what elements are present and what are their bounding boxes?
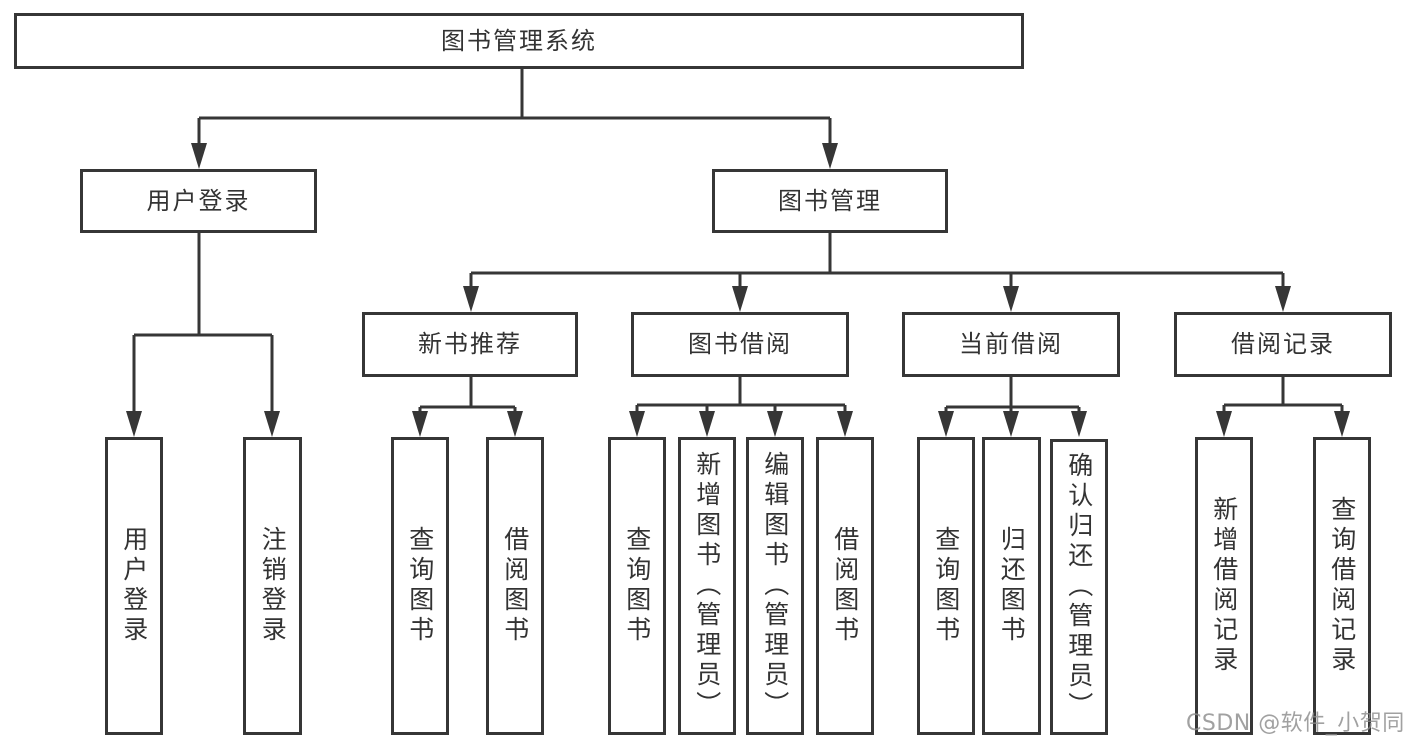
arrowhead-down-icon: [1003, 411, 1019, 437]
node-library-management-system: 图书管理系统: [14, 13, 1024, 69]
arrowhead-down-icon: [699, 411, 715, 437]
arrowhead-down-icon: [732, 286, 748, 312]
leaf-borrow-books-1: 借阅图书: [486, 437, 544, 735]
arrowhead-down-icon: [191, 143, 207, 169]
node-borrowing-records: 借阅记录: [1174, 312, 1392, 377]
leaf-confirm-return-admin: 确认归还（管理员）: [1050, 439, 1108, 735]
node-label: 图书管理: [778, 186, 882, 215]
arrowhead-down-icon: [822, 143, 838, 169]
leaf-label: 注销登录: [258, 526, 288, 646]
leaf-edit-book-admin: 编辑图书（管理员）: [746, 437, 804, 735]
leaf-add-borrow-record: 新增借阅记录: [1195, 437, 1253, 735]
arrowhead-down-icon: [629, 411, 645, 437]
connector-book-borrow-children: [635, 377, 847, 415]
connector-current-borrow-children: [944, 377, 1081, 415]
leaf-label: 查询图书: [405, 526, 435, 646]
arrowhead-down-icon: [507, 411, 523, 437]
arrowhead-down-icon: [463, 286, 479, 312]
leaf-label: 归还图书: [997, 526, 1027, 646]
arrowhead-down-icon: [264, 411, 280, 437]
arrowhead-down-icon: [767, 411, 783, 437]
leaf-query-books-1: 查询图书: [391, 437, 449, 735]
leaf-label: 借阅图书: [500, 526, 530, 646]
leaf-label: 新增图书（管理员）: [692, 451, 722, 721]
leaf-label: 查询图书: [931, 526, 961, 646]
node-label: 用户登录: [146, 186, 251, 215]
leaf-borrow-books-2: 借阅图书: [816, 437, 874, 735]
leaf-query-borrow-record: 查询借阅记录: [1313, 437, 1371, 735]
node-label: 新书推荐: [418, 330, 522, 359]
arrowhead-down-icon: [938, 411, 954, 437]
node-label: 当前借阅: [959, 330, 1063, 359]
node-book-borrowing: 图书借阅: [631, 312, 849, 377]
arrowhead-down-icon: [1071, 411, 1087, 437]
node-label: 图书借阅: [688, 330, 792, 359]
arrowhead-down-icon: [1275, 286, 1291, 312]
arrowhead-down-icon: [1003, 286, 1019, 312]
arrowhead-down-icon: [1334, 411, 1350, 437]
arrowhead-down-icon: [837, 411, 853, 437]
node-label: 图书管理系统: [441, 26, 597, 55]
node-book-management: 图书管理: [712, 169, 948, 233]
leaf-label: 用户登录: [119, 526, 149, 646]
leaf-return-book: 归还图书: [982, 437, 1041, 735]
connector-user-login-children: [132, 233, 274, 415]
leaf-label: 确认归还（管理员）: [1064, 452, 1094, 722]
leaf-logout: 注销登录: [243, 437, 302, 735]
leaf-label: 借阅图书: [830, 526, 860, 646]
leaf-label: 新增借阅记录: [1209, 496, 1239, 676]
leaf-query-books-3: 查询图书: [917, 437, 975, 735]
node-current-borrowing: 当前借阅: [902, 312, 1120, 377]
arrowhead-down-icon: [412, 411, 428, 437]
connector-root-to-level2: [197, 69, 832, 147]
node-new-book-recommendation: 新书推荐: [362, 312, 578, 377]
leaf-label: 编辑图书（管理员）: [760, 451, 790, 721]
watermark-text: CSDN @软件_小贺同学: [1186, 711, 1405, 736]
leaf-label: 查询借阅记录: [1327, 496, 1357, 676]
leaf-user-login: 用户登录: [105, 437, 163, 735]
arrowhead-down-icon: [1216, 411, 1232, 437]
leaf-label: 查询图书: [622, 526, 652, 646]
leaf-add-book-admin: 新增图书（管理员）: [678, 437, 736, 735]
arrowhead-down-icon: [126, 411, 142, 437]
connector-new-book-rec-children: [418, 377, 517, 415]
leaf-query-books-2: 查询图书: [608, 437, 666, 735]
node-label: 借阅记录: [1231, 330, 1335, 359]
node-user-login: 用户登录: [80, 169, 317, 233]
connector-book-mgmt-sections: [469, 233, 1285, 290]
connector-borrow-record-children: [1222, 377, 1344, 415]
